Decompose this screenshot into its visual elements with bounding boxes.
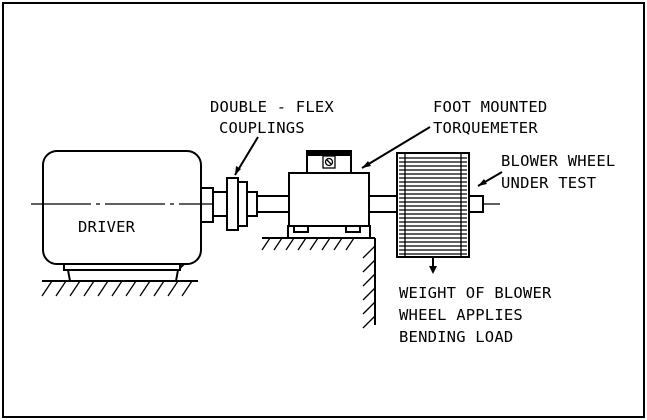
label-couplings-2: COUPLINGS: [219, 119, 305, 137]
label-couplings-1: DOUBLE - FLEX: [210, 98, 334, 116]
label-torquemeter-1: FOOT MOUNTED: [433, 98, 547, 116]
driver-motor: [42, 150, 214, 282]
label-blower-1: BLOWER WHEEL: [501, 152, 615, 170]
label-torquemeter-2: TORQUEMETER: [433, 119, 538, 137]
driver-ground: [41, 280, 198, 297]
leader-lines: [234, 126, 503, 274]
double-flex-coupling: [212, 177, 290, 231]
label-blower-2: UNDER TEST: [501, 174, 596, 192]
label-weight-2: WHEEL APPLIES: [399, 306, 523, 324]
torquemeter-base: [261, 237, 376, 329]
label-driver: DRIVER: [78, 218, 136, 236]
label-weight-3: BENDING LOAD: [399, 328, 513, 346]
foot-mounted-torquemeter: [287, 150, 398, 239]
label-weight-1: WEIGHT OF BLOWER: [399, 284, 552, 302]
blower-wheel: [396, 152, 484, 258]
